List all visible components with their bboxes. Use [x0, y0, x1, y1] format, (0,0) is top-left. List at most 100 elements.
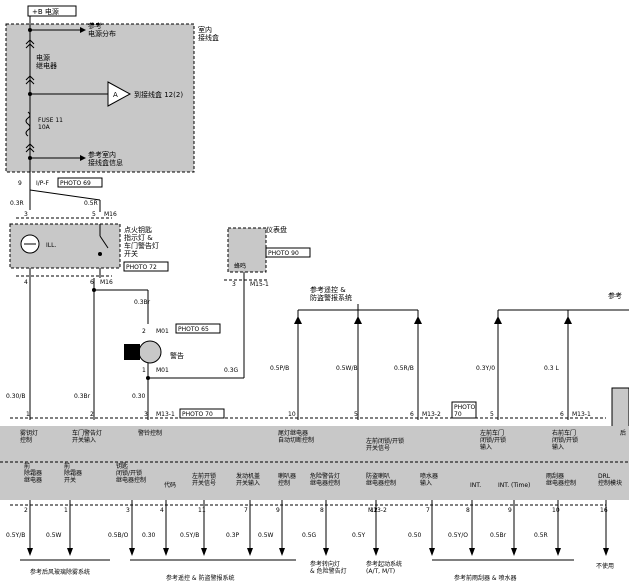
upper-pin-10: 10 [288, 411, 296, 418]
lower-wire-label-13: 0.5R [534, 532, 548, 539]
junction-box-title: 室内接线盒 [198, 25, 219, 42]
power-relay-label: 电源继电器 [36, 53, 57, 70]
ref-power-distribution: 参考电源分布 [88, 21, 116, 38]
lower-pin-14: 16 [600, 507, 608, 514]
photo-65-label: PHOTO 65 [178, 326, 209, 333]
connector-9-pin: 9 [18, 180, 22, 187]
upper-pin-3: 3 [144, 411, 148, 418]
top-label-8: 后 [620, 429, 626, 437]
lower-arrow-11 [469, 548, 475, 556]
lower-pin-12: 9 [508, 507, 512, 514]
lower-arrow-10 [429, 548, 435, 556]
instrument-pin-3: 3 [232, 281, 236, 288]
wire-0-5w-b: 0.5W/B [336, 365, 358, 372]
bottom-label-4: 代码 [164, 481, 176, 489]
lower-pin-1: 2 [24, 507, 28, 514]
lower-wire-label-3: 0.5B/O [108, 532, 129, 539]
lower-wire-label-5: 0.5Y/B [180, 532, 199, 539]
lower-wire-label-1: 0.5Y/B [6, 532, 25, 539]
top-label-3: 警铃控制 [138, 429, 162, 437]
lower-pin-7: 9 [276, 507, 280, 514]
lower-arrow-1 [27, 548, 33, 556]
lower-wire-label-8: 0.5G [302, 532, 317, 539]
connector-m16-top: M16 [104, 211, 117, 218]
lower-connector-m13-2: M13-2 [368, 507, 387, 514]
top-label-2: 车门警告灯开关输入 [72, 429, 102, 444]
instrument-buzzer-label: 蜂鸣 [234, 262, 246, 270]
lower-arrow-5 [201, 548, 207, 556]
top-label-7: 右前车门闭锁/开锁输入 [552, 429, 578, 451]
instrument-panel-module [227, 227, 267, 273]
pin-4-switch: 4 [24, 279, 28, 286]
bottom-label-12: INT. (Time) [498, 482, 530, 489]
bottom-label-1: 前除霜器继电器 [24, 462, 42, 484]
buzzer-connector-top: M01 [156, 328, 169, 335]
upper-connector-m13-1: M13-1 [156, 411, 175, 418]
wire-0-5r-b: 0.5R/B [394, 365, 414, 372]
lower-wire-label-12: 0.5Br [490, 532, 507, 539]
power-label-box [27, 5, 77, 17]
bottom-label-6: 发动机盖开关输入 [236, 472, 260, 487]
wire-0-3br-top: 0.3Br [134, 299, 151, 306]
photo-90-box [265, 247, 311, 258]
lower-wire-label-6: 0.3P [226, 532, 240, 539]
lower-wire-label-4: 0.30 [142, 532, 156, 539]
bottom-label-10: 喷水器输入 [420, 472, 438, 487]
wire-0-3br-mid: 0.3Br [74, 393, 91, 400]
lower-pin-5: 11 [198, 507, 206, 514]
lower-arrow-8 [323, 548, 329, 556]
lower-arrow-6 [247, 548, 253, 556]
instrument-panel-title: 仪表盘 [266, 225, 287, 234]
buzzer-label: 警告 [170, 351, 184, 360]
lower-pin-2: 1 [64, 507, 68, 514]
wire-0-30-mid: 0.30 [132, 393, 146, 400]
buzzer-pin-1: 1 [142, 367, 146, 374]
upper-pin-5b: 5 [490, 411, 494, 418]
photo-72-label: PHOTO 72 [126, 264, 157, 271]
control-module [0, 426, 629, 500]
lower-wire-label-2: 0.5W [46, 532, 62, 539]
photo-65-box [175, 323, 221, 334]
upper-pin-1: 1 [26, 411, 30, 418]
pin-6-switch: 6 [90, 279, 94, 286]
lower-arrow-4 [163, 548, 169, 556]
module-bottom-labels: 前除霜器继电器 前除霜器开关 钥匙闭锁/开锁继电器控制 代码 左前开锁开关信号 … [24, 462, 622, 489]
ref-alarm-top: 参考遥控 &防盗警报系统 [310, 285, 352, 302]
photo-70-right-box [451, 401, 477, 419]
lower-pin-6: 7 [244, 507, 248, 514]
pin-5-left: 5 [92, 211, 96, 218]
ref-alarm-bottom: 参考遥控 & 防盗警报系统 [166, 574, 235, 582]
upper-connector-m13-2: M13-2 [422, 411, 441, 418]
lower-pin-3: 3 [126, 507, 130, 514]
lower-wire-label-7: 0.5W [258, 532, 274, 539]
photo-72-box [123, 261, 169, 272]
connector-m15-1: M15-1 [250, 281, 269, 288]
wire-0-3r: 0.3R [10, 200, 24, 207]
ref-power-arrow [80, 27, 86, 33]
ref-unused: 不使用 [596, 562, 614, 570]
upper-pin-5a: 5 [354, 411, 358, 418]
arrow-a-label: A [113, 91, 118, 99]
bottom-label-3: 钥匙闭锁/开锁继电器控制 [116, 462, 146, 484]
lower-pin-11: 8 [466, 507, 470, 514]
ignition-switch-label: 点火钥匙指示灯 &车门警告灯开关 [124, 225, 159, 258]
ref-starting: 参考起动系统(A/T, M/T) [366, 560, 402, 575]
wire-0-3y-0: 0.3Y/0 [476, 365, 495, 372]
connector-m16-bottom: M16 [100, 279, 113, 286]
lower-wire-label-11: 0.5Y/O [448, 532, 468, 539]
junction-arrow-a [107, 81, 132, 107]
top-label-1: 雾钥灯控制 [20, 429, 38, 444]
buzzer-connector-bottom: M01 [156, 367, 169, 374]
lower-arrow-2 [67, 548, 73, 556]
power-label: +B 电源 [32, 7, 59, 16]
ref-defroster: 参考后风玻璃除雾系统 [30, 568, 90, 576]
upper-pin-2: 2 [90, 411, 94, 418]
chime-buzzer [138, 340, 162, 364]
bottom-label-2: 前除霜器开关 [64, 462, 82, 484]
wire-0-3l: 0.3 L [544, 365, 559, 372]
upper-pin-6b: 6 [560, 411, 564, 418]
